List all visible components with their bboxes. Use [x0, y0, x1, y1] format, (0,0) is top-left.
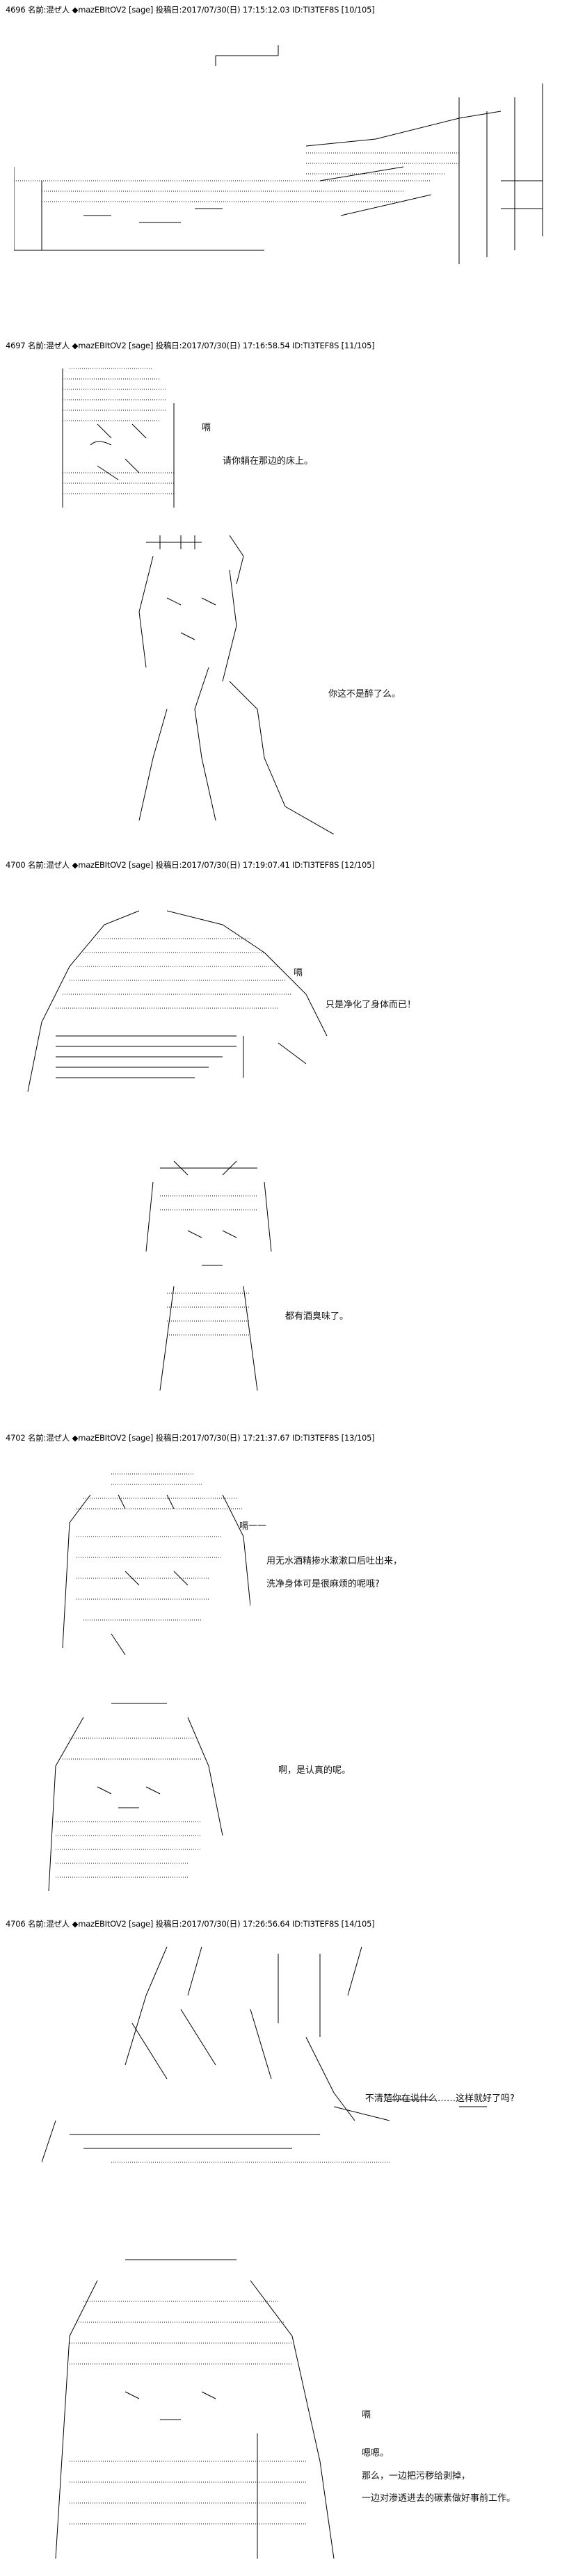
ascii-art-character — [55, 2259, 335, 2559]
ascii-art-character — [62, 1473, 250, 1655]
dialogue: 都有酒臭味了。 — [285, 1311, 349, 1322]
post-header: 4702 名前:混ぜ人 ◆mazEBItOV2 [sage] 投稿日:2017/… — [6, 1433, 375, 1443]
ascii-art-character — [62, 368, 175, 508]
ascii-art-scene — [14, 45, 543, 264]
ascii-art-character — [48, 1703, 223, 1892]
dialogue: 那么，一边把污秽给剥掉， — [362, 2471, 471, 2481]
dialogue: 嗝一一 — [239, 1521, 267, 1532]
dialogue: 洗净身体可是很麻烦的呢哦? — [266, 1579, 380, 1589]
ascii-art-character — [138, 535, 334, 834]
post-header: 4697 名前:混ぜ人 ◆mazEBItOV2 [sage] 投稿日:2017/… — [6, 341, 375, 350]
dialogue: 不清楚你在说什么……这样就好了吗? — [365, 2093, 515, 2104]
dialogue: 嗯嗯。 — [362, 2448, 390, 2458]
dialogue: 用无水酒精掺水漱漱口后吐出来， — [266, 1556, 403, 1566]
dialogue: 嗝 — [294, 968, 303, 978]
dialogue: 一边对渗透进去的碳素做好事前工作。 — [362, 2493, 516, 2504]
dialogue: 你这不是醉了么。 — [328, 689, 401, 699]
dialogue: 嗝 — [202, 423, 211, 433]
ascii-art-character — [145, 1160, 272, 1391]
ascii-art-character — [27, 910, 328, 1092]
post-header: 4700 名前:混ぜ人 ◆mazEBItOV2 [sage] 投稿日:2017/… — [6, 860, 375, 870]
dialogue: 请你躺在那边的床上。 — [223, 456, 314, 467]
dialogue: 嗝 — [362, 2410, 371, 2420]
post-header: 4696 名前:混ぜ人 ◆mazEBItOV2 [sage] 投稿日:2017/… — [6, 5, 375, 15]
dialogue: 啊，是认真的呢。 — [278, 1765, 351, 1776]
ascii-art-scene — [42, 1946, 487, 2163]
dialogue: 只是净化了身体而已！ — [326, 1000, 417, 1010]
post-header: 4706 名前:混ぜ人 ◆mazEBItOV2 [sage] 投稿日:2017/… — [6, 1919, 375, 1929]
